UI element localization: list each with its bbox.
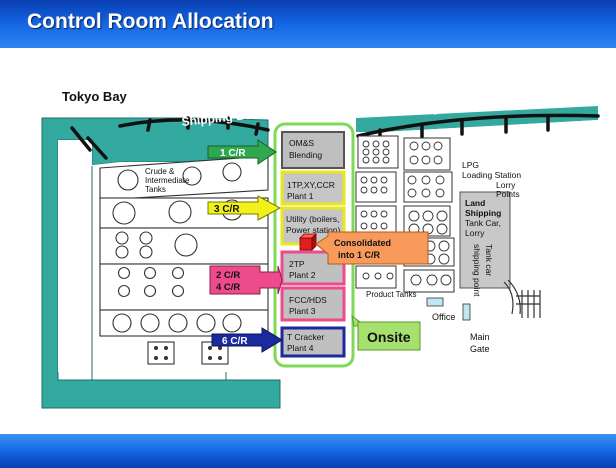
shipping-berth-right-label: Shipping Berth	[388, 101, 474, 115]
refinery-layout-diagram: OM&S Blending 1TP,XY,CCR Plant 1 Utility…	[41, 89, 600, 409]
crude-tank-area	[99, 155, 269, 365]
onsite-label: Onsite	[367, 329, 411, 345]
land-shipping-area	[459, 191, 511, 289]
slide-title: Control Room Allocation	[27, 10, 274, 33]
control-room-6-arrow: 6 C/R	[211, 327, 283, 353]
control-room-6-label: 6 C/R	[222, 336, 248, 347]
unit-plant-4-line1: T Cracker	[287, 332, 324, 342]
tank-car-label-line2: shipping point	[472, 244, 482, 297]
control-room-1-label: 1 C/R	[220, 148, 246, 159]
office-label: Office	[432, 312, 455, 322]
unit-utility-line1: Utility (boilers,	[286, 214, 339, 224]
rail-lines	[503, 279, 541, 318]
main-gate-label-line2: Gate	[470, 344, 490, 354]
unit-om-blending: OM&S Blending	[281, 131, 345, 169]
unit-plant-3-line1: FCC/HDS	[289, 295, 327, 305]
unit-plant-3: FCC/HDS Plant 3	[280, 286, 346, 322]
tank-car-label-line1: Tank car	[484, 244, 494, 276]
lpg-label-line2: Loading Station	[462, 170, 521, 180]
onsite-callout: Onsite	[351, 314, 421, 351]
footer-bar	[0, 434, 616, 468]
unit-plant-4: T Cracker Plant 4	[280, 326, 346, 358]
consolidated-arrow: Consolidated into 1 C/R	[315, 231, 429, 265]
control-room-2-label: 2 C/R	[216, 270, 240, 281]
control-room-2-4-arrow: 2 C/R 4 C/R	[209, 265, 283, 295]
unit-om-blending-line2: Blending	[289, 150, 322, 160]
main-gate-label-line1: Main	[470, 332, 490, 342]
tokyo-bay-label: Tokyo Bay	[62, 89, 128, 104]
consolidated-line1: Consolidated	[334, 238, 391, 248]
lpg-label-line1: LPG	[462, 160, 479, 170]
land-shipping-line3: Tank Car,	[465, 218, 501, 228]
product-tanks-label: Product Tanks	[366, 290, 417, 299]
unit-plant-2-line2: Plant 2	[289, 270, 316, 280]
title-bar: Control Room Allocation	[0, 0, 616, 48]
crude-tanks-label-line3: Tanks	[145, 185, 166, 194]
control-room-3-label: 3 C/R	[214, 204, 240, 215]
control-room-3-arrow: 3 C/R	[207, 195, 282, 221]
unit-utility-line2: Power station)	[286, 225, 340, 235]
unit-utility: Utility (boilers, Power station)	[280, 206, 346, 246]
main-gate-marker	[462, 303, 471, 321]
crude-tanks-label-line1: Crude &	[145, 167, 175, 176]
land-shipping-line2: Shipping	[465, 208, 501, 218]
red-cube-icon	[299, 233, 317, 251]
unit-plant-1-line1: 1TP,XY,CCR	[287, 180, 335, 190]
land-shipping-line1: Land	[465, 198, 485, 208]
unit-plant-1-line2: Plant 1	[287, 191, 314, 201]
control-room-4-label: 4 C/R	[216, 282, 240, 293]
control-room-1-arrow: 1 C/R	[207, 139, 277, 165]
unit-plant-4-line2: Plant 4	[287, 343, 314, 353]
unit-plant-1: 1TP,XY,CCR Plant 1	[280, 170, 346, 206]
unit-om-blending-line1: OM&S	[289, 138, 314, 148]
land-shipping-line4: Lorry	[465, 228, 485, 238]
office-building	[426, 297, 444, 307]
consolidated-line2: into 1 C/R	[338, 250, 380, 260]
lpg-label-line3: Lorry	[496, 180, 516, 190]
berth-piers	[70, 113, 600, 160]
unit-plant-2-line1: 2TP	[289, 259, 305, 269]
lpg-label-line4: Points	[496, 189, 520, 199]
unit-plant-3-line2: Plant 3	[289, 306, 316, 316]
crude-tanks-label-line2: Intermediate	[145, 176, 190, 185]
site-left-margin	[58, 140, 92, 372]
